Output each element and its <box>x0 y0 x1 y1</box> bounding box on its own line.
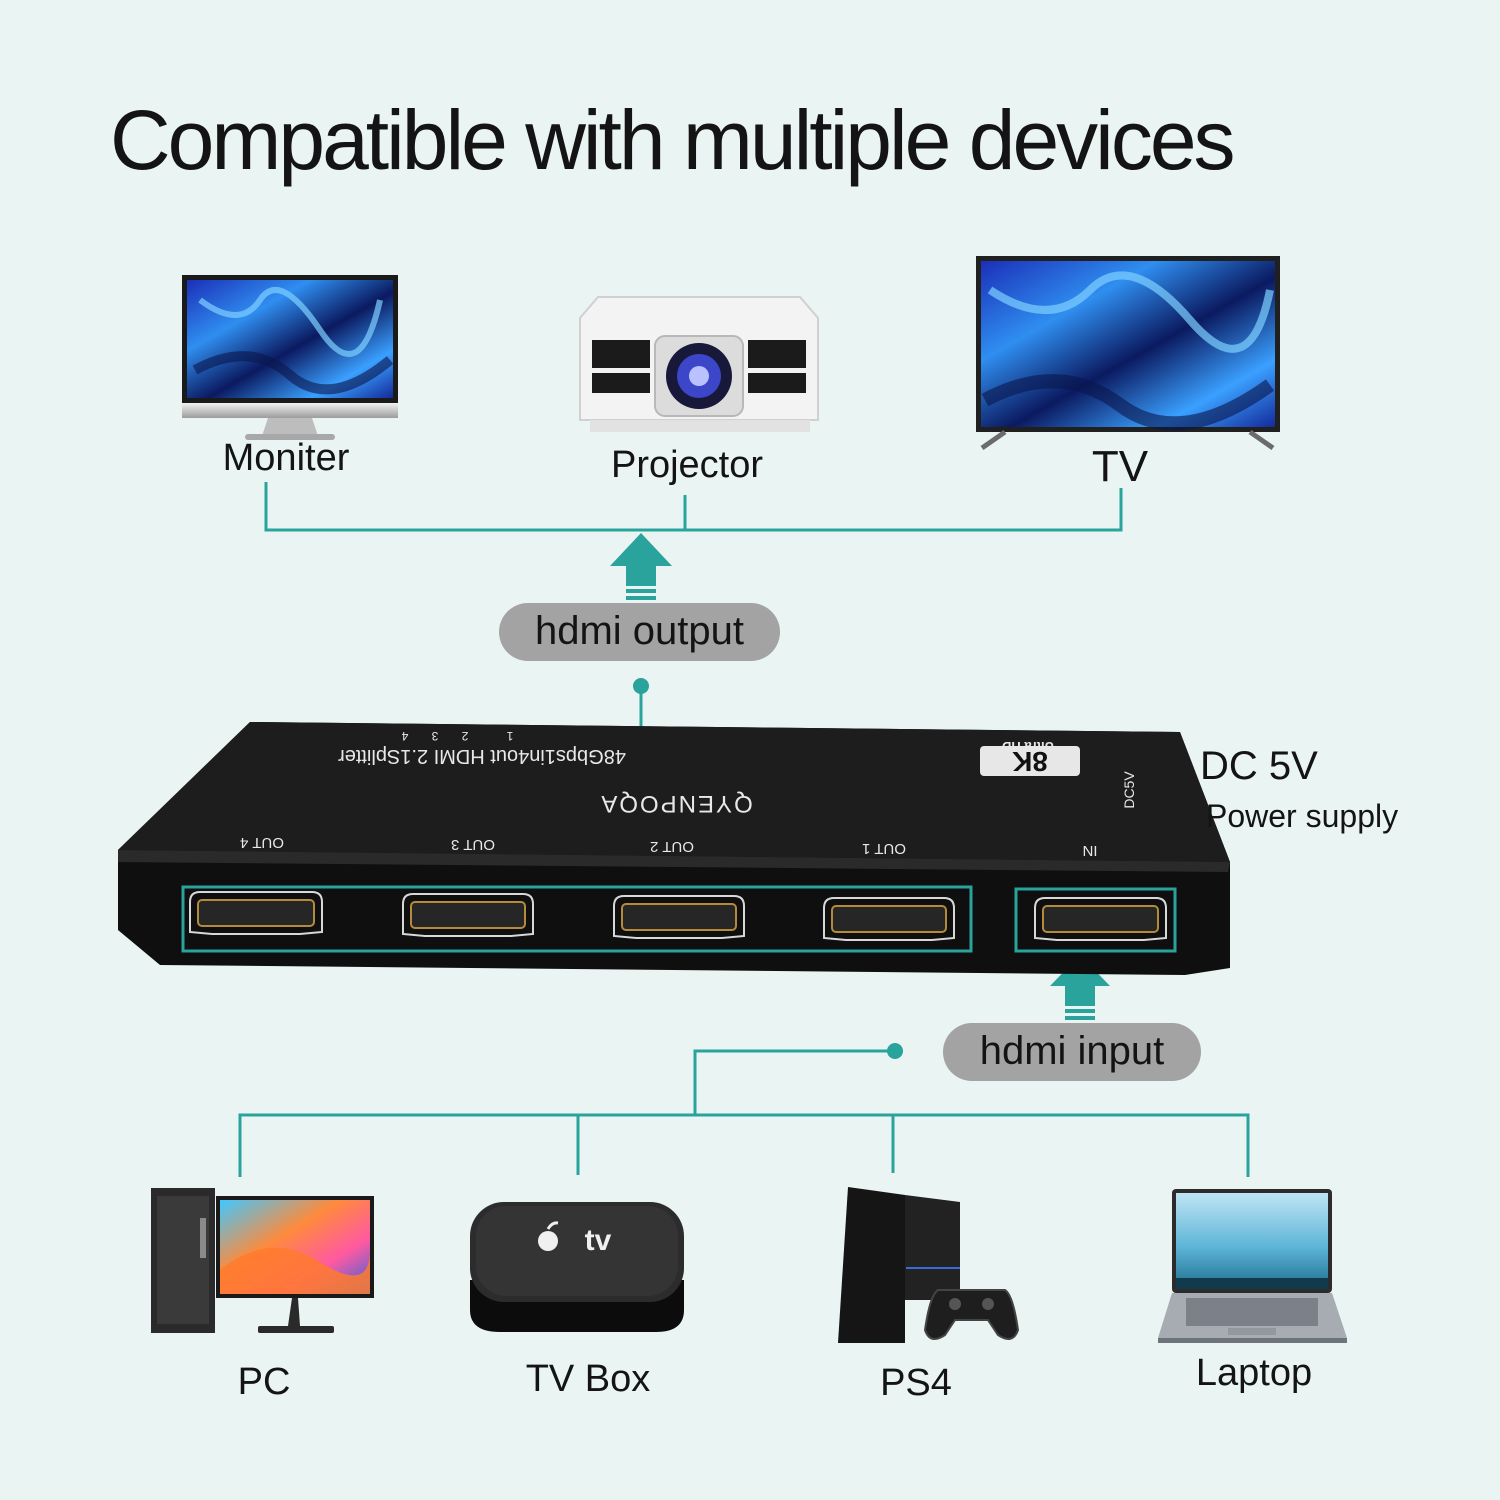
power-title: DC 5V <box>1200 744 1318 788</box>
tv-box-icon <box>470 1202 684 1332</box>
badge-8k-plate <box>980 746 1080 776</box>
led-label-2: 2 <box>461 729 468 743</box>
led-label-4: 4 <box>401 729 408 743</box>
port-label-out2: OUT 2 <box>650 838 694 855</box>
splitter-brand-text: QYENPOQA <box>599 790 752 817</box>
splitter-dc-label: DC5V <box>1121 771 1137 809</box>
badge-8k-text: 8K <box>1012 746 1048 777</box>
device-label-tv-box: TV Box <box>525 1358 651 1400</box>
port-label-out4: OUT 4 <box>240 834 284 851</box>
output-ports-highlight <box>181 885 973 953</box>
splitter-device <box>118 722 1230 975</box>
tv-box-logo-text: tv <box>585 1224 612 1257</box>
splitter-spec-text: 48Gbps1in4out HDMI 2.1Splitter <box>338 745 626 767</box>
device-label-pc: PC <box>237 1361 291 1403</box>
page-title: Compatible with multiple devices <box>110 93 1236 187</box>
port-label-out3: OUT 3 <box>451 836 495 853</box>
hdmi-input-badge: hdmi input <box>943 1023 1201 1081</box>
output-arrow-icon <box>610 533 672 600</box>
tv-icon <box>976 256 1280 451</box>
input-port-highlight <box>1014 887 1177 953</box>
led-label-3: 3 <box>431 729 438 743</box>
monitor-icon <box>182 275 398 440</box>
led-label-1: 1 <box>506 729 513 743</box>
input-connector-dot <box>887 1043 903 1059</box>
projector-icon <box>579 296 819 432</box>
badge-ultra-text: Ultra HD <box>1002 739 1054 754</box>
pc-icon <box>151 1188 374 1333</box>
hdmi-output-badge: hdmi output <box>499 603 780 661</box>
port-label-out1: OUT 1 <box>862 840 906 857</box>
device-label-laptop: Laptop <box>1195 1352 1313 1394</box>
device-label-projector: Projector <box>610 444 764 486</box>
port-label-in: IN <box>1083 842 1098 859</box>
ps4-icon <box>838 1187 1020 1343</box>
device-label-monitor: Moniter <box>222 437 350 479</box>
laptop-icon <box>1158 1189 1347 1343</box>
output-connector-dot <box>633 678 649 694</box>
device-label-ps4: PS4 <box>880 1362 952 1404</box>
power-subtitle: Power supply <box>1206 798 1399 834</box>
device-label-tv: TV <box>1091 442 1149 491</box>
